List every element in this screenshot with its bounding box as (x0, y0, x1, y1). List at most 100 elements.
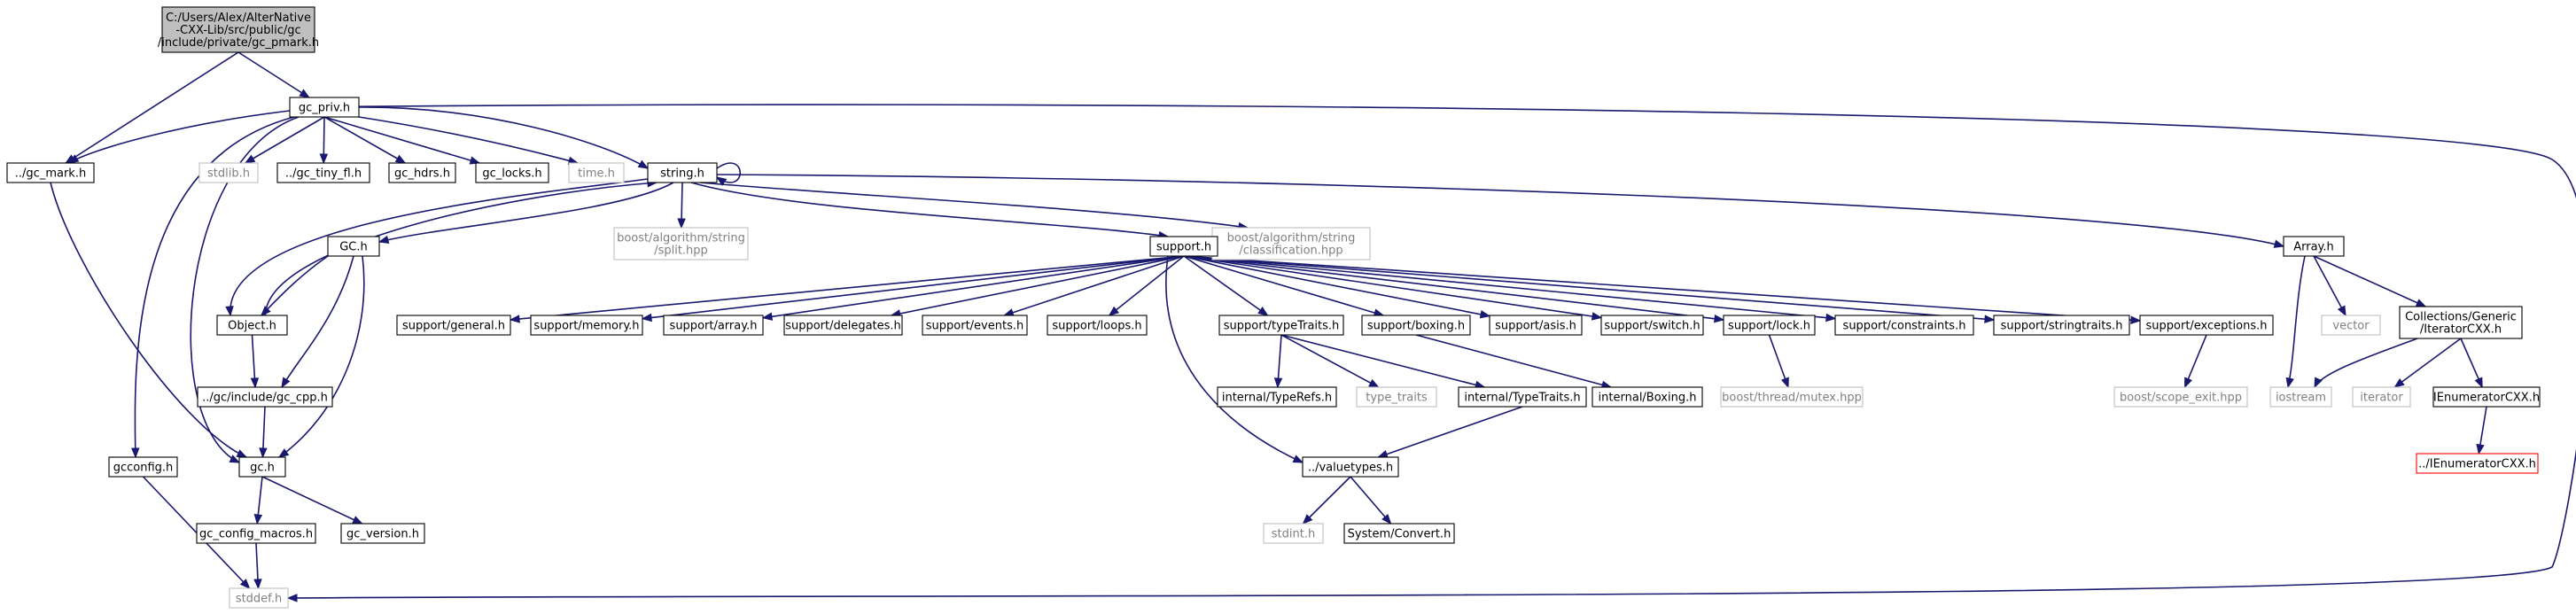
node-gc[interactable]: gc.h (238, 456, 286, 478)
node-label: support/typeTraits.h (1224, 320, 1340, 333)
node-box (1592, 386, 1703, 408)
edge-support-to-boxing (1183, 255, 1385, 317)
node-constraints[interactable]: support/constraints.h (1834, 315, 1974, 336)
edge-arrowhead (244, 154, 256, 164)
edge-string-to-Object (225, 178, 649, 317)
node-scope-exit: boost/scope_exit.hpp (2113, 386, 2248, 408)
node-loops[interactable]: support/loops.h (1047, 315, 1148, 336)
node-gc-priv[interactable]: gc_priv.h (289, 97, 360, 118)
node-Array[interactable]: Array.h (2283, 236, 2345, 257)
node-label: support/loops.h (1052, 320, 1141, 333)
node-internal-TypeRefs[interactable]: internal/TypeRefs.h (1217, 386, 1337, 408)
edge-gc_priv-to-gc_tiny_fl (319, 116, 329, 165)
edge-arrowhead (637, 159, 650, 169)
node-typeTraits[interactable]: support/typeTraits.h (1218, 315, 1344, 336)
node-switch[interactable]: support/switch.h (1600, 315, 1704, 336)
node-asis[interactable]: support/asis.h (1489, 315, 1583, 336)
node-label: iterator (2360, 392, 2403, 405)
node-box (108, 456, 178, 478)
edge-line (1183, 255, 2141, 322)
edge-arrowhead (250, 377, 260, 389)
node-gc-locks[interactable]: gc_locks.h (475, 162, 549, 183)
node-events[interactable]: support/events.h (922, 315, 1028, 336)
node-support[interactable]: support.h (1149, 236, 1218, 257)
node-valuetypes[interactable]: ../valuetypes.h (1302, 456, 1399, 478)
node-IEnumeratorCXX-up[interactable]: ../IEnumeratorCXX.h (2416, 453, 2539, 474)
edge-arrowhead (2474, 377, 2483, 389)
node-general[interactable]: support/general.h (396, 315, 511, 336)
node-gc-cpp[interactable]: ../gc/include/gc_cpp.h (197, 386, 333, 408)
node-label: support/exceptions.h (2146, 320, 2268, 333)
edge-line (358, 116, 579, 164)
node-stringtraits[interactable]: support/stringtraits.h (1993, 315, 2130, 336)
edge-IteratorCXX-to-IEnumeratorCXX (2460, 338, 2483, 389)
node-internal-TypeTraits[interactable]: internal/TypeTraits.h (1458, 386, 1587, 408)
node-box (1217, 386, 1337, 408)
edge-arrowhead (1257, 307, 1269, 316)
node-gc-config-macros[interactable]: gc_config_macros.h (196, 523, 316, 544)
node-IEnumeratorCXX[interactable]: IEnumeratorCXX.h (2432, 386, 2541, 408)
node-box (238, 456, 286, 478)
node-gcconfig[interactable]: gcconfig.h (108, 456, 178, 478)
node-gc-mark[interactable]: ../gc_mark.h (6, 162, 95, 183)
node-root[interactable]: C:/Users/Alex/AlterNative-CXX-Lib/src/pu… (158, 6, 319, 53)
node-box (229, 587, 289, 609)
edge-arrowhead (1292, 455, 1304, 463)
node-Convert[interactable]: System/Convert.h (1343, 523, 1455, 544)
node-label: support.h (1156, 241, 1211, 254)
node-label: gcconfig.h (113, 462, 174, 475)
edge-arrowhead (299, 89, 310, 98)
edge-arrowhead (1273, 377, 1283, 389)
edge-arrowhead (2314, 377, 2323, 389)
node-label: support/lock.h (1728, 320, 1810, 333)
node-box (1218, 315, 1344, 336)
edge-GC-to-Object (261, 255, 329, 316)
node-label: string.h (660, 167, 704, 181)
edge-exceptions-to-scope_exit (2183, 334, 2207, 389)
edge-arrowhead (1479, 310, 1491, 319)
edge-arrowhead (277, 448, 290, 458)
node-label: stddef.h (236, 593, 282, 606)
edge-support-to-asis (1183, 255, 1491, 319)
edge-string-to-GC (377, 182, 674, 245)
node-lock[interactable]: support/lock.h (1723, 315, 1816, 336)
node-exceptions[interactable]: support/exceptions.h (2139, 315, 2274, 336)
node-label: ../gc_tiny_fl.h (285, 167, 362, 181)
node-IteratorCXX[interactable]: Collections/Generic/IteratorCXX.h (2399, 306, 2523, 339)
edge-GC-to-gc (277, 255, 365, 458)
node-label: -CXX-Lib/src/public/gc (175, 24, 300, 37)
edge-gc_priv-to-gc_hdrs (323, 116, 407, 164)
node-array[interactable]: support/array.h (663, 315, 764, 336)
node-string[interactable]: string.h (647, 162, 718, 183)
edge-string-to-Array (716, 174, 2285, 248)
node-gc-tiny-fl[interactable]: ../gc_tiny_fl.h (276, 162, 370, 183)
edge-valuetypes-to-Convert (1350, 476, 1392, 525)
edge-arrowhead (2273, 239, 2285, 248)
edge-arrowhead (641, 313, 652, 323)
node-boxing[interactable]: support/boxing.h (1361, 315, 1471, 336)
edge-line (1378, 406, 1523, 458)
edge-GC-to-gc_cpp (281, 255, 354, 389)
node-mutex: boost/thread/mutex.hpp (1720, 386, 1864, 408)
edge-line (1280, 334, 1379, 388)
node-box (1723, 315, 1816, 336)
node-gc-version[interactable]: gc_version.h (340, 523, 425, 544)
edge-layer (50, 51, 2576, 602)
node-box (216, 315, 288, 336)
edge-support-to-exceptions (1183, 255, 2142, 324)
node-memory[interactable]: support/memory.h (530, 315, 643, 336)
edge-line (1183, 255, 1602, 319)
edge-arrowhead (469, 156, 481, 165)
node-GC[interactable]: GC.h (327, 236, 380, 257)
node-delegates[interactable]: support/delegates.h (783, 315, 903, 336)
edge-gc-to-gc_version (261, 476, 363, 525)
node-gc-hdrs[interactable]: gc_hdrs.h (388, 162, 456, 183)
edge-support-to-lock (1183, 255, 1725, 323)
node-Object[interactable]: Object.h (216, 315, 288, 336)
edge-line (245, 116, 325, 164)
node-vector: vector (2321, 315, 2381, 336)
edge-line (642, 255, 1185, 320)
node-internal-Boxing[interactable]: internal/Boxing.h (1592, 386, 1703, 408)
node-label: /split.hpp (654, 245, 708, 258)
node-label: support/stringtraits.h (2001, 320, 2123, 333)
